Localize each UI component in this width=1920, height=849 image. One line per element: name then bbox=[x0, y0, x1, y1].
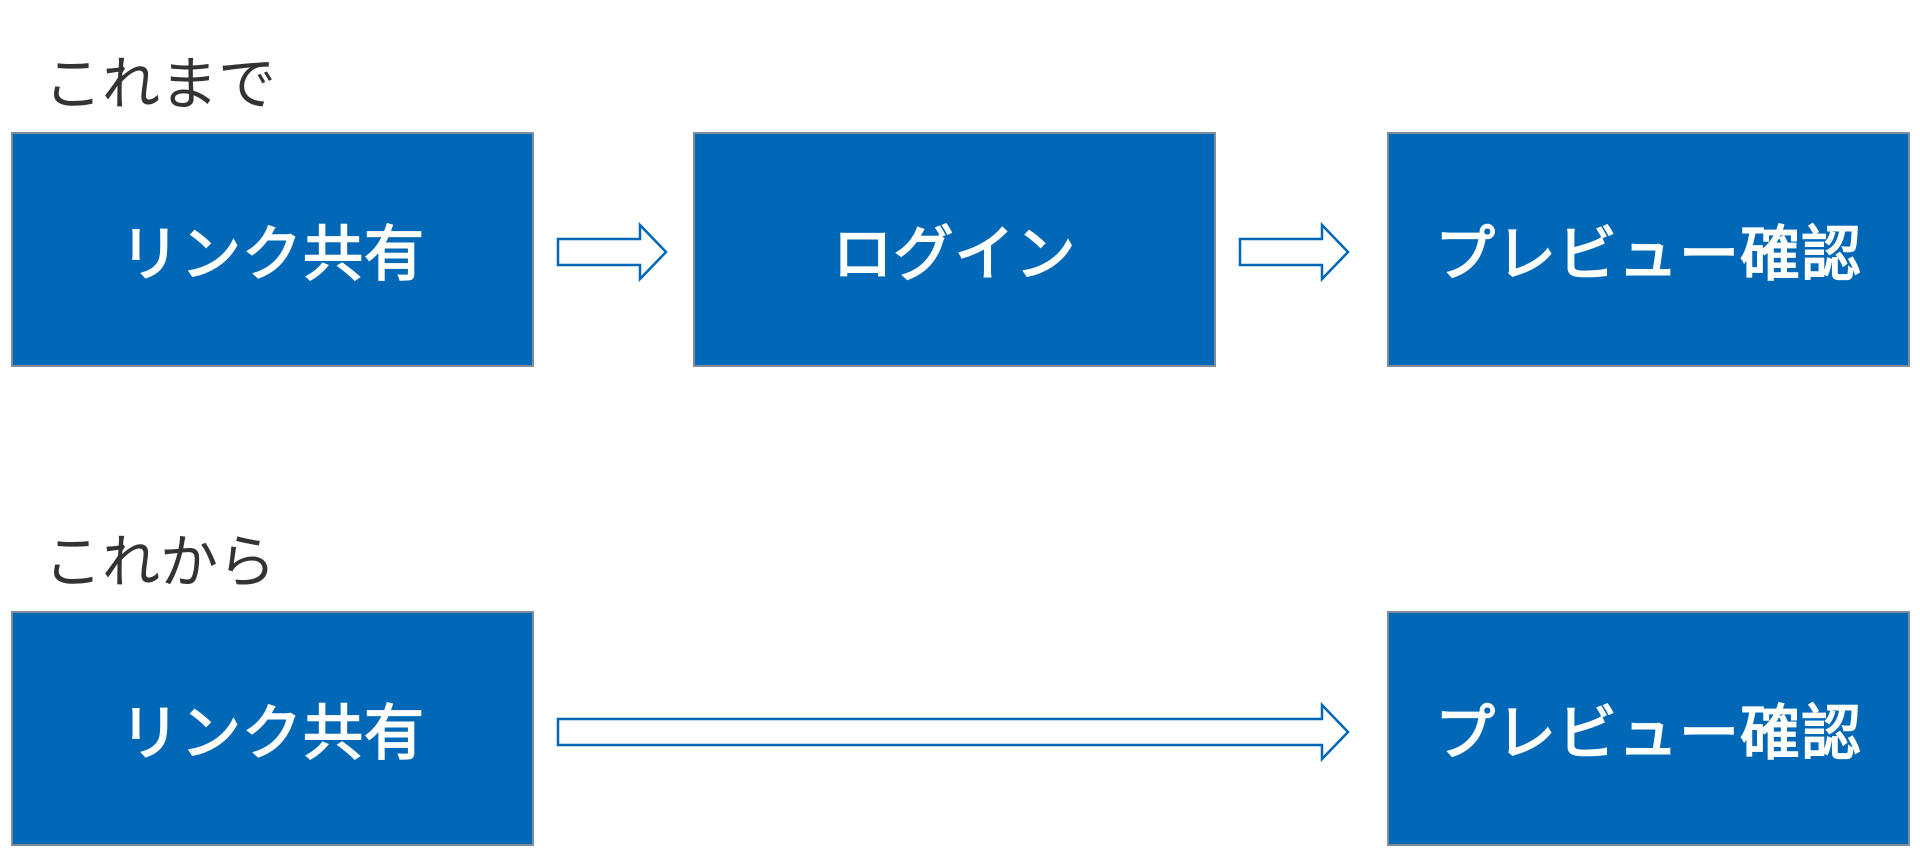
step-label: プレビュー確認 bbox=[1435, 699, 1862, 769]
right-arrow-icon bbox=[556, 221, 668, 283]
step-label: リンク共有 bbox=[120, 220, 425, 290]
step-box-link-share-after: リンク共有 bbox=[11, 611, 534, 846]
step-box-preview-before: プレビュー確認 bbox=[1387, 132, 1910, 367]
section-label-after: これから bbox=[44, 528, 277, 596]
step-label: プレビュー確認 bbox=[1435, 220, 1862, 290]
step-label: ログイン bbox=[832, 220, 1077, 290]
step-box-preview-after: プレビュー確認 bbox=[1387, 611, 1910, 846]
right-arrow-icon bbox=[1238, 221, 1350, 283]
step-box-login: ログイン bbox=[693, 132, 1216, 367]
step-label: リンク共有 bbox=[120, 699, 425, 769]
long-right-arrow-icon bbox=[556, 701, 1350, 763]
step-box-link-share-before: リンク共有 bbox=[11, 132, 534, 367]
section-label-before: これまで bbox=[44, 50, 277, 118]
